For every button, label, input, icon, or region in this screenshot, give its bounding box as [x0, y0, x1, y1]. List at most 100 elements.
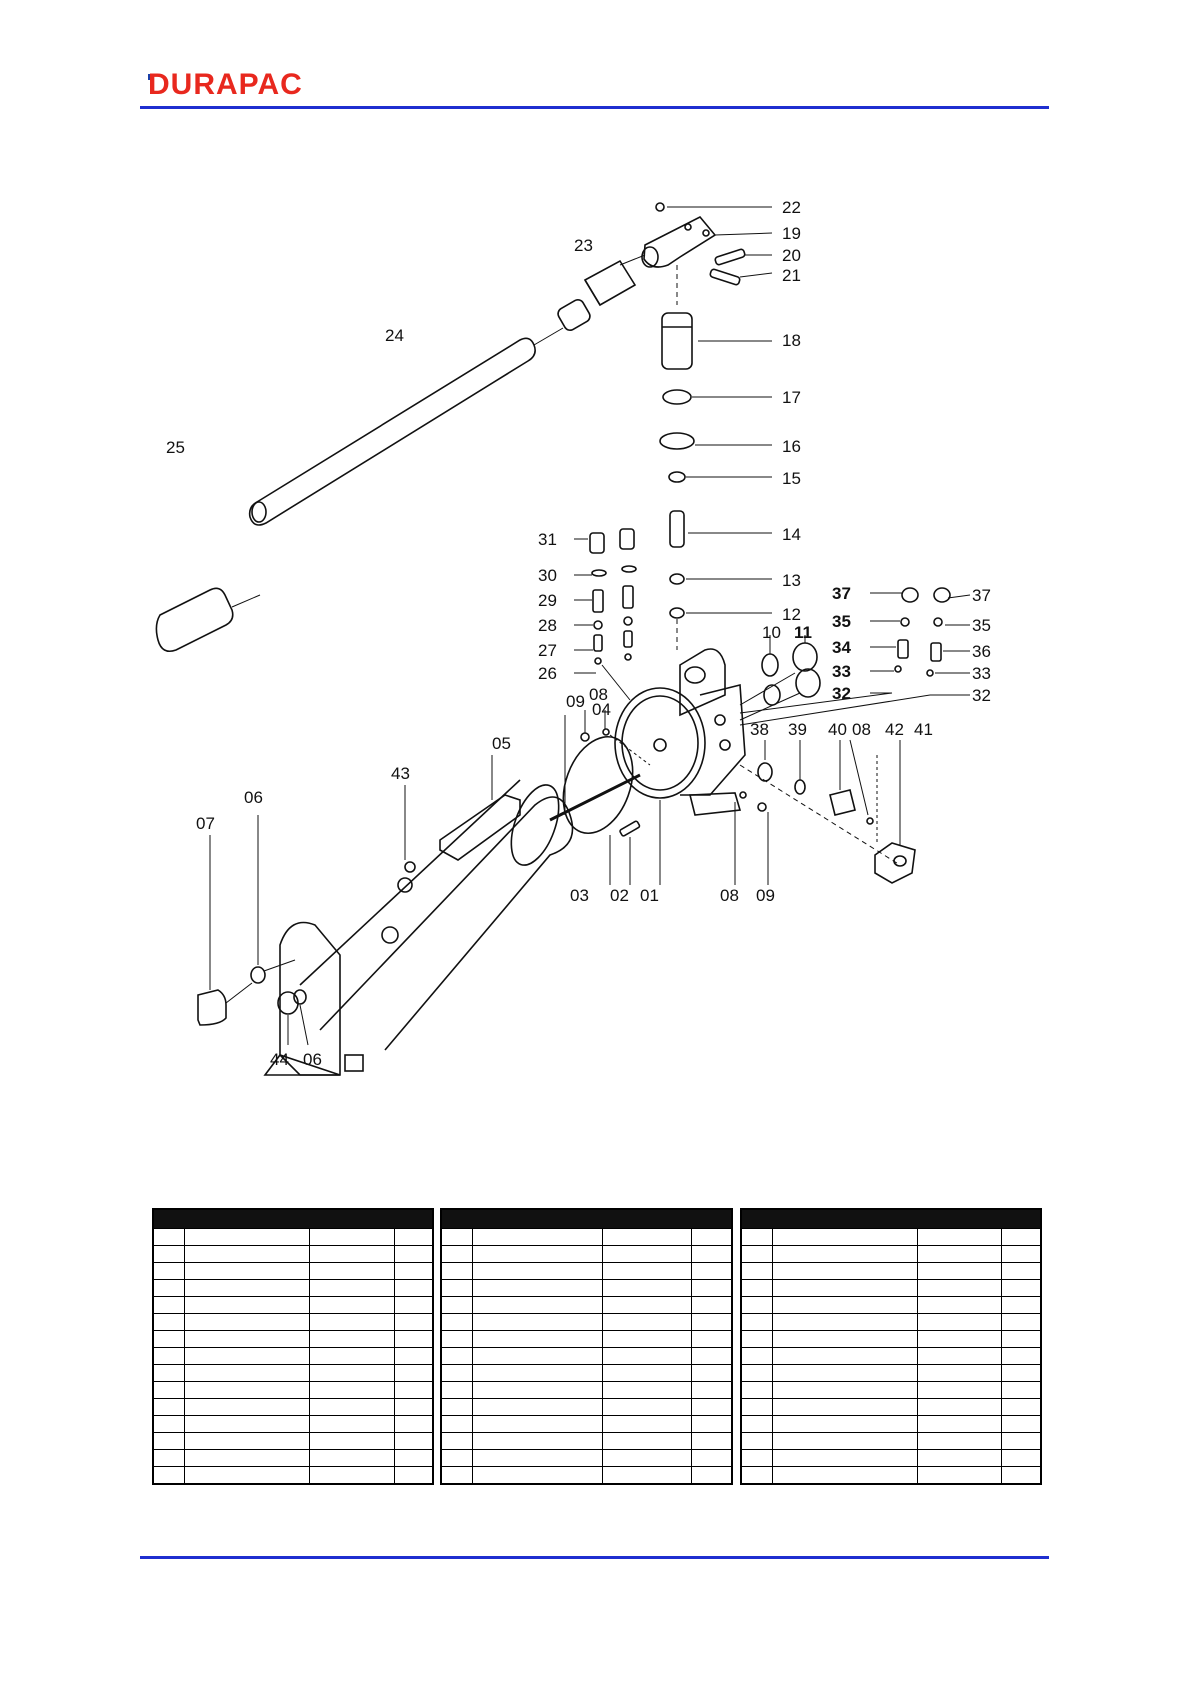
callout-04: 04 [592, 700, 611, 719]
table-cell [601, 1330, 693, 1348]
table-cell [472, 1415, 603, 1433]
table-cell [309, 1296, 396, 1314]
fitting-11b [795, 668, 821, 698]
table-cell [601, 1313, 693, 1331]
table-cell [394, 1364, 434, 1382]
table-cell [916, 1432, 1002, 1450]
valve-stack-right [894, 587, 951, 677]
table-cell [601, 1279, 693, 1297]
table-cell [691, 1364, 733, 1382]
table-cell [440, 1296, 474, 1314]
table-row [440, 1432, 733, 1450]
callout-17: 17 [782, 388, 801, 407]
table-row [740, 1262, 1042, 1280]
table-cell [184, 1449, 311, 1467]
seal-13 [669, 573, 685, 585]
table-cell [740, 1398, 773, 1416]
table-row [440, 1449, 733, 1467]
table-cell [472, 1432, 603, 1450]
table-cell [771, 1262, 918, 1280]
table-cell [309, 1466, 396, 1485]
column-header [602, 1209, 692, 1229]
table-cell [1000, 1245, 1042, 1263]
callout-15: 15 [782, 469, 801, 488]
table-row [740, 1364, 1042, 1382]
table-cell [691, 1245, 733, 1263]
table-cell [440, 1245, 474, 1263]
table-row [152, 1279, 434, 1297]
logo-mark [148, 74, 154, 80]
table-cell [184, 1245, 311, 1263]
table-row [440, 1381, 733, 1399]
seal-16 [659, 432, 695, 450]
table-cell [601, 1262, 693, 1280]
table-cell [916, 1415, 1002, 1433]
table-cell [152, 1432, 186, 1450]
table-row [740, 1415, 1042, 1433]
table-cell [440, 1449, 474, 1467]
table-cell [440, 1381, 474, 1399]
seal-12 [669, 607, 685, 619]
table-cell [440, 1364, 474, 1382]
table-cell [1000, 1228, 1042, 1246]
table-cell [916, 1347, 1002, 1365]
callout-37b: 37 [972, 586, 991, 605]
column-header [691, 1209, 732, 1229]
table-cell [771, 1313, 918, 1331]
table-cell [309, 1313, 396, 1331]
table-cell [916, 1313, 1002, 1331]
table-cell [771, 1466, 918, 1485]
table-row [740, 1466, 1042, 1485]
table-cell [394, 1415, 434, 1433]
header-rule [140, 106, 1049, 109]
table-row [440, 1364, 733, 1382]
table-header-row [153, 1209, 433, 1229]
table-cell [309, 1245, 396, 1263]
parts-table-1 [152, 1208, 434, 1485]
callout-43: 43 [391, 764, 410, 783]
table-cell [601, 1466, 693, 1485]
table-cell [691, 1381, 733, 1399]
table-cell [152, 1245, 186, 1263]
callout-38: 38 [750, 720, 769, 739]
table-cell [309, 1330, 396, 1348]
table-row [440, 1296, 733, 1314]
table-cell [309, 1381, 396, 1399]
seal-17 [662, 389, 692, 405]
table-cell [916, 1466, 1002, 1485]
table-row [152, 1415, 434, 1433]
table-row [440, 1398, 733, 1416]
callout-34: 34 [832, 638, 851, 657]
seal-10b [763, 684, 781, 706]
table-cell [771, 1415, 918, 1433]
table-cell [691, 1449, 733, 1467]
handle-tube [248, 337, 536, 526]
table-row [740, 1228, 1042, 1246]
table-row [440, 1347, 733, 1365]
table-cell [472, 1330, 603, 1348]
table-cell [1000, 1330, 1042, 1348]
table-cell [440, 1330, 474, 1348]
table-cell [394, 1245, 434, 1263]
table-cell [771, 1347, 918, 1365]
callout-02: 02 [610, 886, 629, 905]
table-cell [184, 1398, 311, 1416]
callout-10: 10 [762, 623, 781, 642]
table-cell [916, 1449, 1002, 1467]
table-cell [740, 1381, 773, 1399]
ball-08 [602, 728, 610, 736]
table-cell [440, 1262, 474, 1280]
callout-33: 33 [832, 662, 851, 681]
table-cell [472, 1245, 603, 1263]
table-cell [916, 1245, 1002, 1263]
table-row [440, 1279, 733, 1297]
footer-rule [140, 1556, 1049, 1559]
table-cell [601, 1364, 693, 1382]
table-cell [771, 1381, 918, 1399]
table-cell [601, 1245, 693, 1263]
callout-01: 01 [640, 886, 659, 905]
table-cell [601, 1432, 693, 1450]
table-cell [691, 1347, 733, 1365]
table-cell [771, 1432, 918, 1450]
callout-29: 29 [538, 591, 557, 610]
